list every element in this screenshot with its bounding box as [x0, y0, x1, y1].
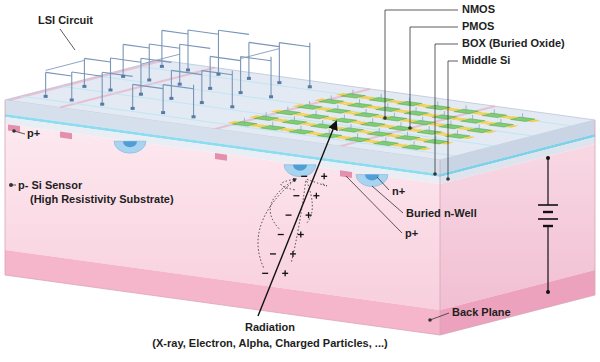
- part-label: PMOS: [462, 20, 494, 33]
- part-label: p+: [405, 227, 418, 240]
- bias-battery: [538, 158, 558, 292]
- back-plane-layer: [440, 270, 595, 335]
- p-plus-implant: [8, 124, 20, 132]
- part-label: NMOS: [462, 3, 495, 16]
- part-label: (X-ray, Electron, Alpha, Charged Particl…: [152, 337, 387, 350]
- part-label: Middle Si: [462, 54, 510, 67]
- leader-dots: [9, 116, 450, 322]
- part-label: (High Resistivity Substrate): [30, 193, 174, 206]
- leader-lines: [11, 10, 458, 320]
- n-plus-implant: [293, 165, 307, 171]
- part-label: Buried n-Well: [406, 207, 477, 220]
- buried-n-well: [356, 175, 388, 187]
- contact-dot: [546, 156, 550, 160]
- part-label: Back Plane: [452, 306, 511, 319]
- p-plus-implant: [340, 170, 352, 178]
- n-plus-implant: [123, 141, 137, 147]
- part-label: n+: [392, 185, 405, 198]
- p-plus-implant: [60, 132, 72, 140]
- radiation-track: [258, 122, 336, 316]
- block-edge: [440, 160, 441, 335]
- part-label: p+: [27, 127, 40, 140]
- p-plus-implant: [215, 153, 227, 161]
- part-label: p- Si Sensor: [18, 179, 82, 192]
- n-plus-implant: [365, 175, 379, 181]
- charge-pairs: [258, 173, 327, 276]
- part-label: Radiation: [245, 321, 295, 334]
- buried-n-well: [114, 141, 146, 153]
- back-plane-layer: [5, 250, 440, 335]
- buried-n-well: [284, 165, 316, 177]
- part-label: BOX (Buried Oxide): [462, 37, 565, 50]
- block-outline: [5, 100, 595, 335]
- contact-dot: [546, 290, 550, 294]
- part-label: LSI Circuit: [38, 14, 93, 27]
